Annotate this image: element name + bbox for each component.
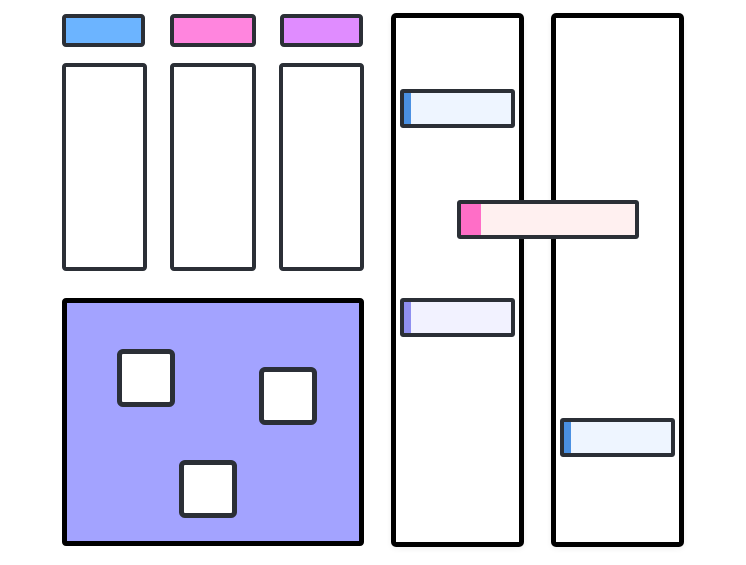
card[interactable] — [560, 418, 675, 457]
tab-blue[interactable] — [62, 14, 145, 47]
card-accent — [461, 204, 481, 235]
card-accent — [564, 422, 571, 453]
card-text — [418, 93, 505, 124]
card[interactable] — [400, 89, 515, 128]
board-tile[interactable] — [117, 349, 175, 407]
card-text — [487, 204, 629, 235]
column-3 — [279, 63, 364, 271]
board-tile[interactable] — [179, 460, 237, 518]
card[interactable] — [400, 298, 515, 337]
tab-purple[interactable] — [280, 14, 363, 47]
lane-right — [551, 13, 684, 547]
column-2 — [170, 63, 256, 271]
card-text — [418, 302, 505, 333]
card-accent — [404, 93, 411, 124]
card-text — [578, 422, 665, 453]
board-tile[interactable] — [259, 367, 317, 425]
tab-pink[interactable] — [170, 14, 256, 47]
board-panel — [62, 298, 364, 546]
column-1 — [62, 63, 147, 271]
card[interactable] — [457, 200, 639, 239]
card-accent — [404, 302, 411, 333]
